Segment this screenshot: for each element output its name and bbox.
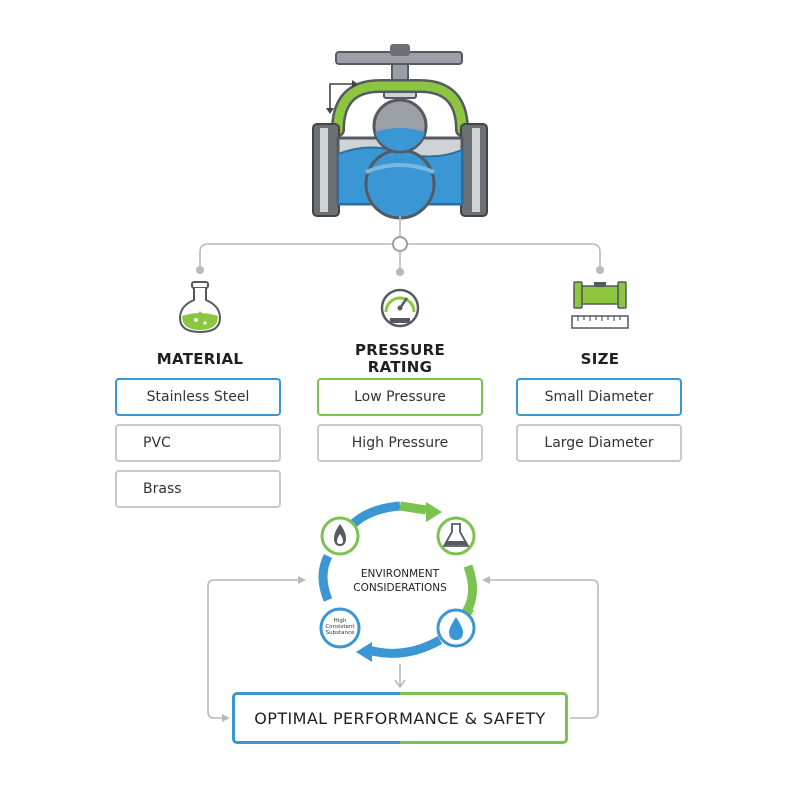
badge-line1: High <box>333 618 347 624</box>
heading-pressure-line1: PRESSURE <box>354 341 446 359</box>
option-brass[interactable]: Brass <box>115 470 281 508</box>
heading-size: SIZE <box>580 350 620 368</box>
heading-pressure-rating: PRESSURE RATING <box>320 342 480 376</box>
valve-illustration <box>312 44 488 220</box>
option-high-pressure[interactable]: High Pressure <box>317 424 483 462</box>
optimal-performance-safety-box: OPTIMAL PERFORMANCE & SAFETY <box>232 692 568 744</box>
stem-cap <box>390 44 410 56</box>
optimal-performance-label: OPTIMAL PERFORMANCE & SAFETY <box>254 708 546 728</box>
environment-label-line1: ENVIRONMENT <box>360 568 440 580</box>
flame-icon <box>334 524 346 546</box>
badge-line3: Substance <box>325 630 355 636</box>
flask-icon <box>178 281 222 334</box>
yoke <box>333 81 467 135</box>
water-drop-icon <box>449 617 463 640</box>
badge-line2: Consistent <box>325 624 355 630</box>
label-badge-circle <box>319 607 361 649</box>
heading-pressure-line2: RATING <box>367 358 433 376</box>
heading-material: MATERIAL <box>156 350 244 368</box>
option-large-diameter[interactable]: Large Diameter <box>516 424 682 462</box>
pressure-gauge-icon <box>380 288 420 328</box>
option-stainless-steel[interactable]: Stainless Steel <box>115 378 281 416</box>
cycle-arc-bottom <box>366 636 443 658</box>
environment-label-line2: CONSIDERATIONS <box>353 582 447 594</box>
pipe-ruler-icon <box>571 281 629 329</box>
environment-considerations-label: ENVIRONMENT CONSIDERATIONS <box>330 567 470 595</box>
branch-node <box>392 236 408 252</box>
option-pvc[interactable]: PVC <box>115 424 281 462</box>
option-low-pressure[interactable]: Low Pressure <box>317 378 483 416</box>
flame-icon-circle <box>320 516 360 556</box>
rotation-arrow-icon <box>329 83 352 112</box>
option-small-diameter[interactable]: Small Diameter <box>516 378 682 416</box>
cycle-arc-left <box>318 553 333 602</box>
cycle-arc-right <box>462 564 477 615</box>
label-badge: High Consistent Substance <box>321 618 359 636</box>
cycle-arc-top-right <box>399 501 427 515</box>
feedback-connectors <box>207 579 599 719</box>
chemical-flask-icon <box>442 523 470 547</box>
valve-body <box>364 148 436 220</box>
cycle-arrowhead-bottom <box>356 642 372 662</box>
cycle-arrowhead-top <box>426 502 442 522</box>
